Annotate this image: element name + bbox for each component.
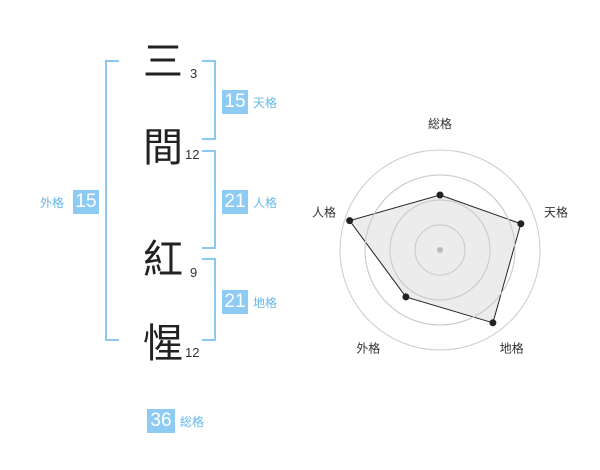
radar-point-5	[346, 217, 354, 225]
radar-axis-label: 地格	[500, 341, 524, 356]
jinkaku-score: 21	[222, 190, 248, 214]
chikaku-score: 21	[222, 290, 248, 314]
radar-ring-inner	[414, 224, 466, 276]
name-char-1: 三	[143, 39, 183, 85]
radar-area	[348, 194, 522, 324]
jinkaku-bracket	[202, 150, 216, 249]
tenkaku-bracket	[202, 60, 216, 140]
radar-axis-label: 天格	[544, 204, 568, 219]
radar-ring-inner	[389, 199, 491, 301]
soukaku-label: 総格	[180, 415, 205, 429]
jinkaku-label: 人格	[253, 196, 278, 210]
name-char-2: 間	[143, 125, 183, 171]
gaikaku-score: 15	[73, 190, 99, 214]
stroke-count-1: 3	[190, 66, 198, 81]
stroke-count-2: 12	[185, 147, 200, 162]
radar-axis-label: 外格	[356, 341, 380, 356]
gaikaku-label: 外格	[40, 196, 65, 210]
radar-point-1	[436, 191, 444, 199]
radar-axis-label: 人格	[312, 204, 336, 219]
soukaku-score: 36	[147, 409, 175, 433]
chikaku-bracket	[202, 258, 216, 341]
name-char-3: 紅	[143, 237, 183, 283]
tenkaku-score: 15	[222, 90, 248, 114]
radar-axis-label: 総格	[428, 116, 452, 131]
name-char-4: 惺	[143, 321, 183, 367]
radar-ring-inner	[364, 174, 516, 326]
stroke-count-4: 12	[185, 345, 200, 360]
radar-point-3	[489, 319, 497, 327]
radar-point-4	[402, 293, 410, 301]
radar-center	[437, 247, 443, 253]
tenkaku-label: 天格	[253, 96, 278, 110]
stroke-count-3: 9	[190, 265, 198, 280]
radar-point-2	[517, 220, 525, 228]
gaikaku-bracket	[105, 60, 119, 341]
chikaku-label: 地格	[253, 296, 278, 310]
